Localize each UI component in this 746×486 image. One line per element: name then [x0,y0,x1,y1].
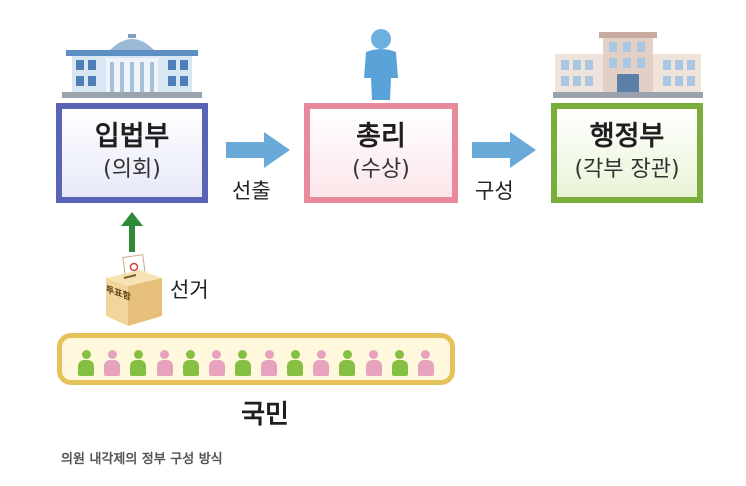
citizen-figure-icon [208,350,225,376]
citizen-figure-icon [156,350,173,376]
person-icon [364,29,398,100]
prime-minister-box: 총리 (수상) [304,103,458,203]
arrow-elect-icon [226,132,290,168]
citizen-figure-icon [313,350,330,376]
legislature-title: 입법부 [94,121,170,152]
parliament-building-icon [62,34,202,98]
legislature-box: 입법부 (의회) [56,103,208,203]
executive-box: 행정부 (각부 장관) [551,103,703,203]
citizen-figure-icon [287,350,304,376]
government-building-icon [553,32,703,98]
executive-title: 행정부 [589,121,665,152]
prime-minister-title: 총리 [356,121,406,152]
citizen-figure-icon [78,350,95,376]
citizen-figure-icon [261,350,277,376]
citizen-figure-icon [104,350,121,376]
people-label: 국민 [241,400,289,430]
citizen-figure-icon [339,350,356,376]
prime-minister-subtitle: (수상) [352,157,410,182]
citizen-figure-icon [234,350,251,376]
elect-label: 선출 [232,179,271,203]
ballot-box-icon [106,254,162,326]
citizen-figure-icon [182,350,199,376]
arrow-form-icon [472,132,536,168]
citizens-group [57,333,455,385]
citizen-figure-icon [365,350,382,376]
arrow-up-icon [121,212,143,252]
executive-subtitle: (각부 장관) [574,157,680,182]
legislature-subtitle: (의회) [103,157,161,182]
form-label: 구성 [475,179,514,203]
citizen-figure-icon [417,350,434,376]
citizen-figure-icon [391,350,408,376]
figure-caption: 의원 내각제의 정부 구성 방식 [61,452,223,467]
citizen-figure-icon [130,350,147,376]
vote-label: 선거 [170,278,209,302]
